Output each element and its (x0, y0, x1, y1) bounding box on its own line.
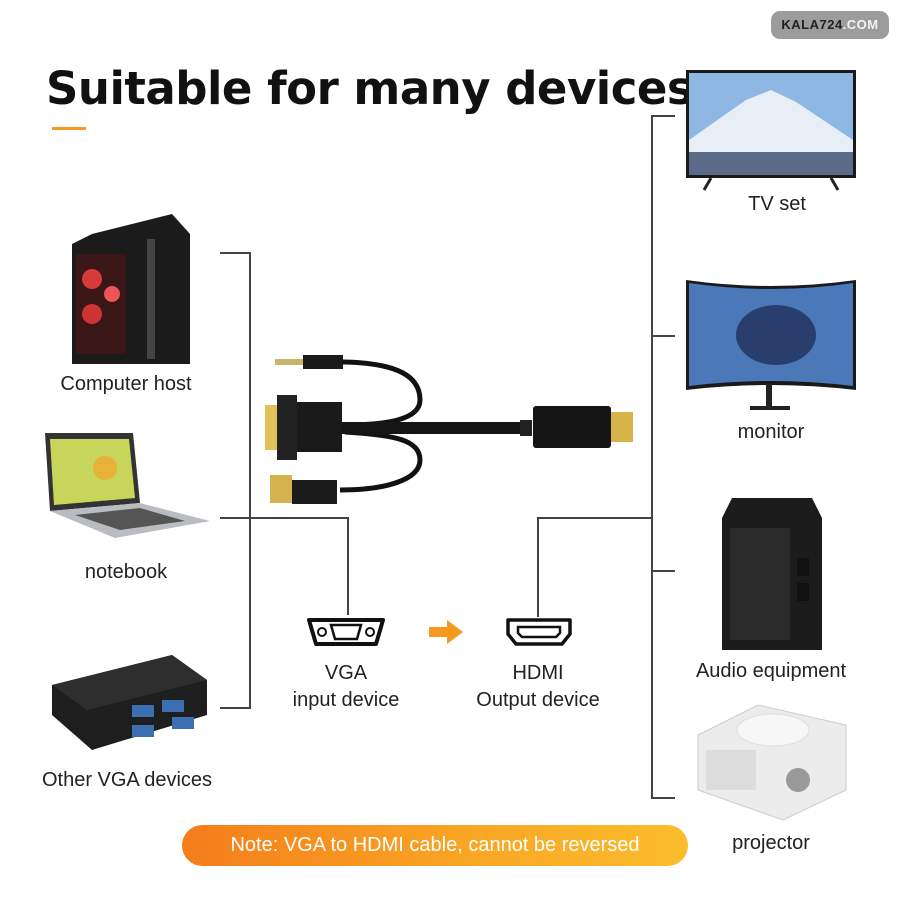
vga-to-hdmi-cable-image (265, 355, 633, 504)
note-banner: Note: VGA to HDMI cable, cannot be rever… (182, 825, 688, 866)
right-tick (651, 570, 675, 572)
vga-splitter-icon (52, 655, 207, 750)
device-label: Computer host (60, 373, 192, 395)
device-label: TV set (748, 193, 806, 215)
output-sublabel: Output device (476, 689, 600, 711)
right-tick (651, 797, 675, 799)
device-label: monitor (737, 421, 805, 443)
output-connector (538, 517, 652, 519)
output-connector (537, 517, 539, 617)
laptop-icon (45, 433, 210, 538)
right-tick (651, 335, 675, 337)
watermark: KALA724.COM (771, 11, 889, 39)
right-bracket (651, 115, 653, 799)
page-title: Suitable for many devices (46, 62, 694, 115)
right-tick (651, 115, 675, 117)
device-label: notebook (84, 561, 168, 583)
device-label: Other VGA devices (41, 769, 213, 791)
left-bracket (249, 252, 251, 709)
device-label: Audio equipment (695, 660, 847, 682)
projector-icon (697, 704, 847, 821)
desktop-pc-icon (72, 214, 190, 364)
curved-monitor-icon (686, 280, 856, 410)
vga-port-icon (307, 618, 385, 646)
left-tick (220, 707, 250, 709)
arrow-right-icon (429, 620, 463, 644)
input-label: VGA (324, 662, 368, 684)
speaker-icon (722, 498, 822, 650)
hdmi-port-icon (506, 618, 572, 646)
tv-icon (686, 70, 856, 191)
input-sublabel: input device (292, 689, 400, 711)
input-connector (347, 517, 349, 615)
device-label: projector (732, 832, 810, 854)
left-tick (220, 252, 250, 254)
title-underline (52, 127, 86, 130)
output-label: HDMI (512, 662, 564, 684)
input-connector (220, 517, 349, 519)
